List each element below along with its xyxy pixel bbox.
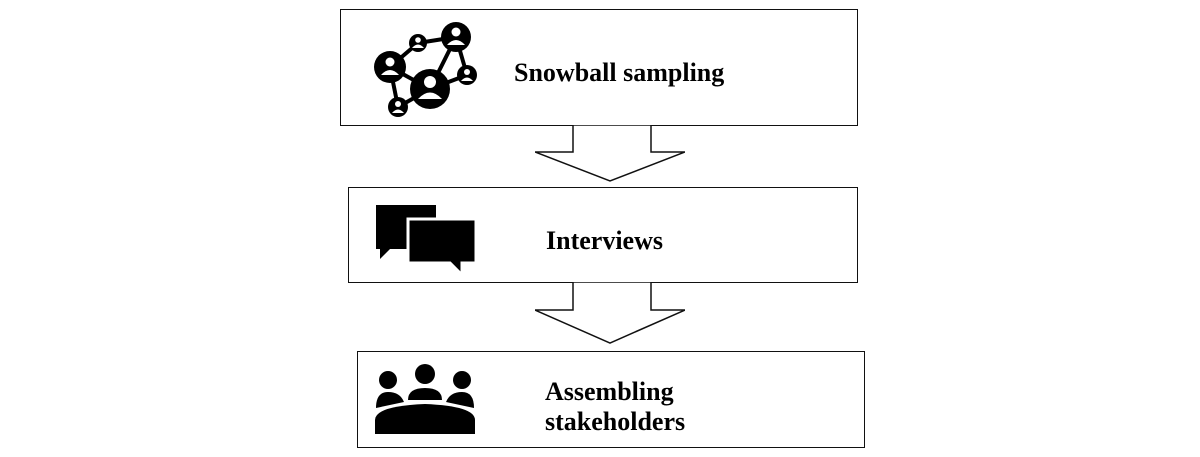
step-label: Snowball sampling — [514, 58, 725, 87]
step-box-interviews: Interviews — [348, 187, 858, 283]
network-people-icon — [374, 22, 477, 117]
meeting-people-icon — [375, 364, 475, 434]
down-arrow — [535, 282, 685, 344]
step-label: Interviews — [546, 226, 663, 255]
step-label: Assembling stakeholders — [545, 377, 686, 436]
down-arrow — [535, 125, 685, 182]
step-box-snowball-sampling: Snowball sampling — [340, 9, 858, 126]
speech-bubbles-icon — [376, 205, 478, 275]
step-box-assembling-stakeholders: Assembling stakeholders — [357, 351, 865, 448]
